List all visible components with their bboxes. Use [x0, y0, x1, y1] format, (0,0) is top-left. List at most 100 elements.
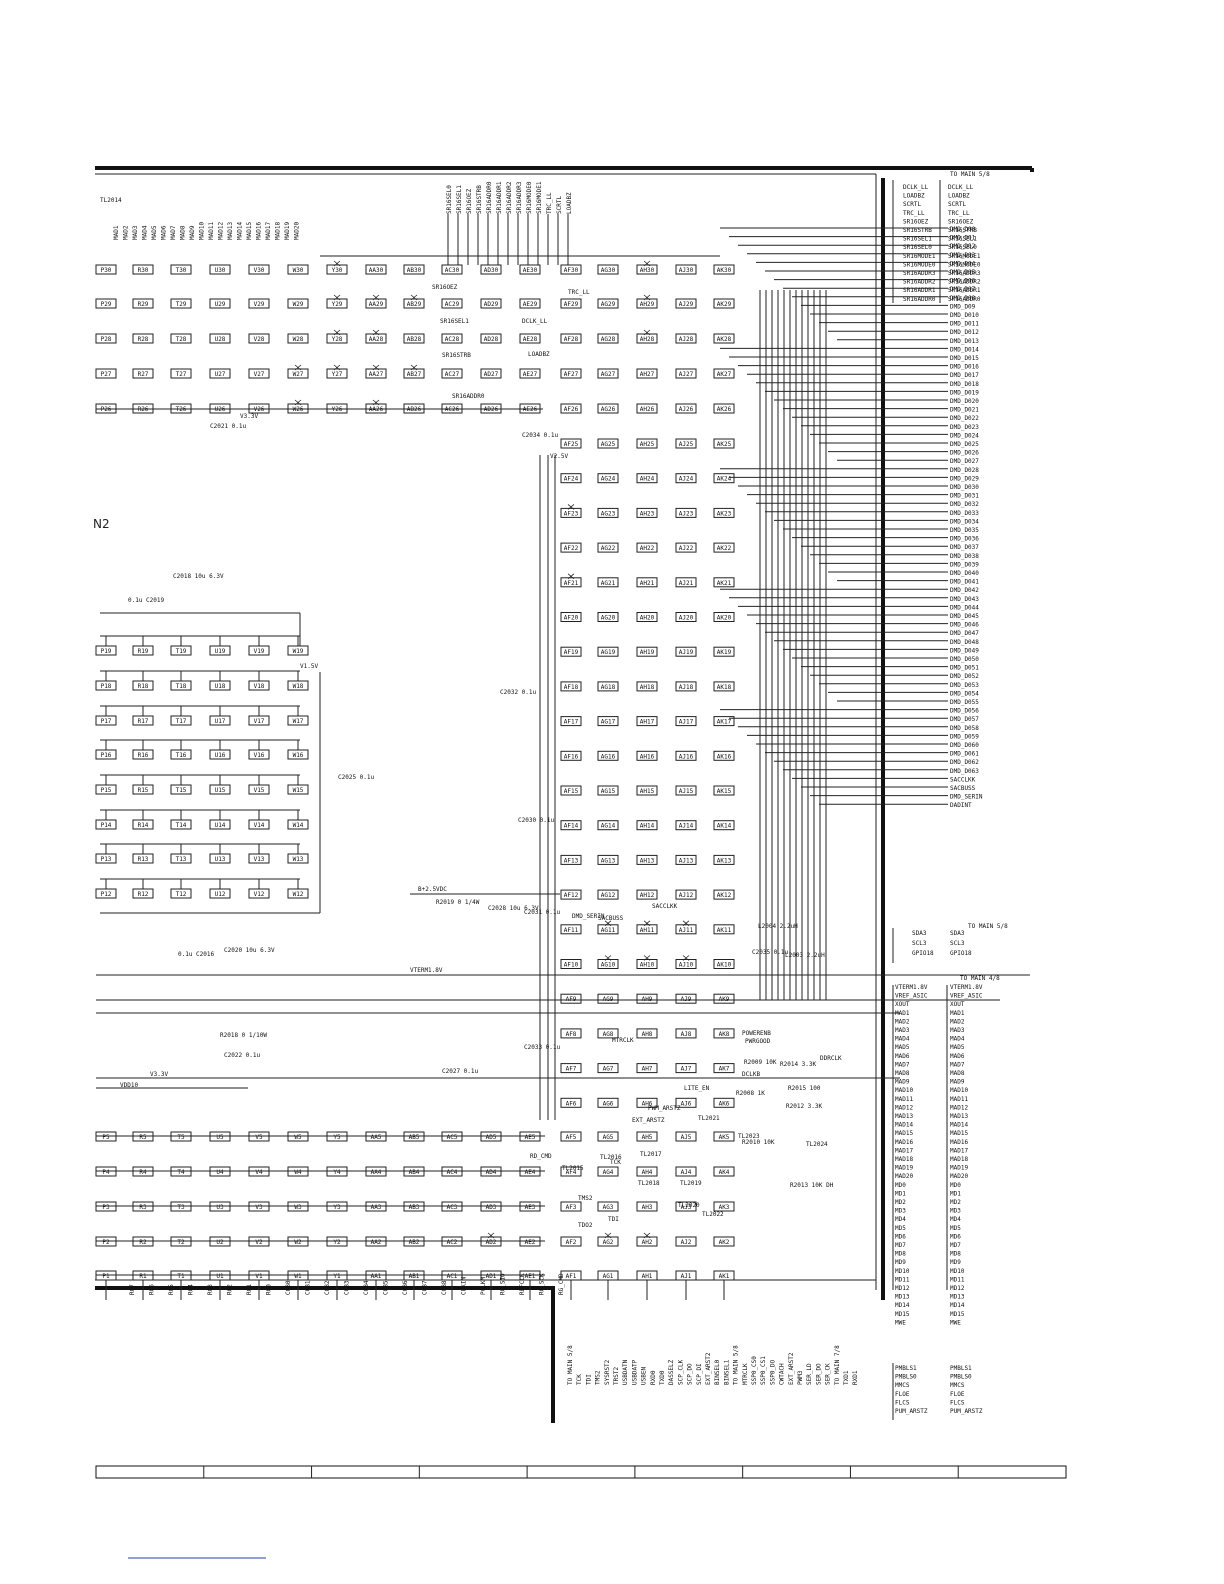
- dmd-signal: DMD_D012: [950, 329, 979, 336]
- bga-pad: AF6: [560, 1097, 582, 1108]
- right-lower-signal-left: MAD14: [895, 1122, 913, 1129]
- pad-label: AH25: [640, 441, 655, 448]
- bga-pad: AF21: [560, 573, 582, 588]
- right-top-signal-right: SR16OEZ: [948, 218, 974, 225]
- pad-label: AJ27: [679, 371, 694, 378]
- bottom-signal: SYSRST2: [604, 1359, 611, 1385]
- mad-bus-signal: MAD7: [170, 225, 177, 240]
- bga-pad: AK23: [713, 507, 735, 518]
- pad-label: P30: [101, 267, 112, 274]
- dmd-signal: DMD_D010: [950, 312, 979, 319]
- bga-pad: AK9: [713, 993, 735, 1004]
- dmd-signal: DMD_D052: [950, 673, 979, 680]
- bga-pad: V14: [248, 819, 270, 830]
- pad-label: AC27: [445, 371, 460, 378]
- pad-label: R18: [138, 683, 149, 690]
- bga-pad: AA28: [365, 329, 387, 344]
- right-lower-signal-left: MD2: [895, 1199, 906, 1206]
- bga-pad: W29: [287, 298, 309, 309]
- right-lower-signal-left: MD12: [895, 1285, 910, 1292]
- bga-pad: AF28: [560, 333, 582, 344]
- bga-pad: AG22: [597, 542, 619, 553]
- bga-pad: AF19: [560, 646, 582, 657]
- pad-label: AE2: [525, 1239, 536, 1246]
- pad-label: AF25: [564, 441, 579, 448]
- bga-pad: AG1: [597, 1270, 619, 1281]
- dmd-signal: DMD_D026: [950, 450, 979, 457]
- bga-pad: AF30: [560, 264, 582, 275]
- component-label: C2018 10u 6.3V: [173, 573, 224, 580]
- pad-label: AF29: [564, 301, 579, 308]
- top-bus-signal: SCRTL: [556, 196, 563, 214]
- pad-label: U17: [215, 718, 226, 725]
- test-point-label: TL2014: [100, 197, 122, 204]
- dmd-signal: DMD_D024: [950, 432, 979, 439]
- top-bus-signal: SR16ADDR1: [496, 181, 503, 214]
- mad-bus-signal: MAD8: [180, 225, 187, 240]
- dmd-signal: DMD_D056: [950, 708, 979, 715]
- bga-pad: AJ6: [675, 1097, 697, 1108]
- bga-pad: T14: [170, 819, 192, 830]
- component-label: TDI: [608, 1216, 619, 1223]
- component-label: C2028 10u 6.3V: [488, 905, 539, 912]
- bga-pad: U16: [209, 749, 231, 760]
- bga-pad: AG16: [597, 750, 619, 761]
- right-top-signal-left: TRC_LL: [903, 210, 925, 217]
- bga-pad: AF17: [560, 716, 582, 727]
- pad-label: AH6: [642, 1100, 653, 1107]
- pad-label: U28: [215, 336, 226, 343]
- bga-pad: AJ26: [675, 403, 697, 414]
- bga-pad: R29: [132, 298, 154, 309]
- component-label: R2014 3.3K: [780, 1061, 817, 1068]
- pad-label: AH20: [640, 615, 655, 622]
- bga-pad: AD27: [480, 368, 502, 379]
- bga-pad: V29: [248, 298, 270, 309]
- top-bus-signal: SR16STRB: [476, 185, 483, 214]
- pad-label: AG15: [601, 788, 616, 795]
- pad-label: AK6: [719, 1100, 730, 1107]
- mad-bus-signal: MAD3: [132, 225, 139, 240]
- pad-label: AF21: [564, 580, 579, 587]
- bga-pad: AK7: [713, 1063, 735, 1074]
- pad-label: AH7: [642, 1066, 653, 1073]
- bga-pad: AB27: [403, 364, 425, 379]
- bga-pad: R17: [132, 715, 154, 726]
- right-lower-signal-left: MAD6: [895, 1053, 910, 1060]
- component-label: TRC_LL: [568, 289, 590, 296]
- dmd-signal: DMD_D059: [950, 733, 979, 740]
- pad-label: W14: [293, 822, 304, 829]
- pad-label: AF19: [564, 649, 579, 656]
- bga-pad: P18: [95, 680, 117, 691]
- dmd-signal: DMD_D054: [950, 690, 979, 697]
- bottom-pin-signal: RG7: [129, 1284, 136, 1295]
- right-top-signal-left: SR16STRB: [903, 227, 932, 234]
- pad-label: R4: [139, 1169, 147, 1176]
- pad-label: AK14: [717, 823, 732, 830]
- bga-pad: AK10: [713, 959, 735, 969]
- pad-label: AH27: [640, 371, 655, 378]
- pad-label: AD5: [486, 1134, 497, 1141]
- pad-label: T4: [177, 1169, 185, 1176]
- pad-label: AF5: [566, 1134, 577, 1141]
- dmd-signal: DMD_D016: [950, 364, 979, 371]
- pad-label: AB3: [409, 1204, 420, 1211]
- bga-pad: AJ13: [675, 854, 697, 865]
- right-lower-signal-right: MAD3: [950, 1027, 965, 1034]
- mad-bus-signal: MAD17: [265, 222, 272, 240]
- bottom-pin-signal: CGB3: [344, 1280, 351, 1295]
- bga-pad: AK17: [713, 716, 735, 727]
- pad-label: AF13: [564, 857, 579, 864]
- bga-pad: AE27: [519, 368, 541, 379]
- component-label: SR16ADDR0: [452, 393, 485, 400]
- bottom-pin-signal: RG3: [207, 1284, 214, 1295]
- pad-label: AG19: [601, 649, 616, 656]
- bga-pad: U13: [209, 853, 231, 864]
- pad-label: V3: [255, 1204, 263, 1211]
- bga-pad: AH23: [636, 507, 658, 518]
- pad-label: P15: [101, 787, 112, 794]
- pad-label: AC28: [445, 336, 460, 343]
- pad-label: AG21: [601, 580, 616, 587]
- mad-bus-signal: MAD11: [208, 222, 215, 240]
- pad-label: T18: [176, 683, 187, 690]
